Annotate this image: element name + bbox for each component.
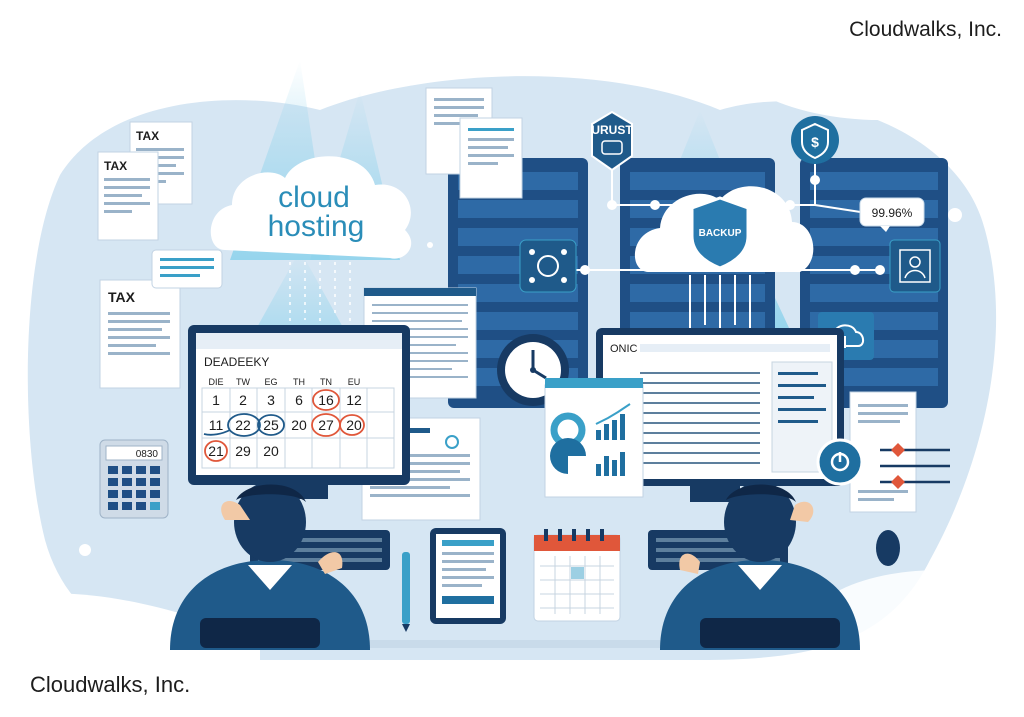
svg-text:6: 6 xyxy=(295,392,303,408)
svg-text:TN: TN xyxy=(320,377,332,387)
company-name-bottom: Cloudwalks, Inc. xyxy=(30,672,191,697)
svg-text:1: 1 xyxy=(212,392,220,408)
worker-right xyxy=(648,482,860,650)
svg-text:27: 27 xyxy=(318,417,334,433)
cloud-title-line1: cloud xyxy=(278,181,350,214)
svg-text:22: 22 xyxy=(235,417,251,433)
svg-text:TH: TH xyxy=(293,377,305,387)
svg-text:EG: EG xyxy=(264,377,277,387)
svg-text:25: 25 xyxy=(263,417,279,433)
svg-text:3: 3 xyxy=(267,392,275,408)
svg-text:EU: EU xyxy=(348,377,361,387)
svg-text:TAX: TAX xyxy=(104,159,127,173)
uptime-badge: 99.96% xyxy=(859,197,925,232)
svg-text:12: 12 xyxy=(346,392,362,408)
svg-text:20: 20 xyxy=(263,443,279,459)
svg-text:20: 20 xyxy=(346,417,362,433)
uptime-label: 99.96% xyxy=(872,206,913,220)
svg-text:TW: TW xyxy=(236,377,250,387)
cloud-title-line2: hosting xyxy=(268,210,365,243)
svg-text:2: 2 xyxy=(239,392,247,408)
monitor-right-title: ONIC xyxy=(610,343,638,355)
user-profile-icon xyxy=(889,239,941,293)
calendar-title: DEADEEKY xyxy=(204,355,269,369)
svg-text:11: 11 xyxy=(209,417,224,433)
svg-text:DIE: DIE xyxy=(208,377,223,387)
svg-text:20: 20 xyxy=(291,417,307,433)
backup-label: BACKUP xyxy=(699,228,742,239)
svg-text:29: 29 xyxy=(235,443,251,459)
mouse-icon xyxy=(876,530,900,566)
svg-text:TAX: TAX xyxy=(136,129,159,143)
shield-icon xyxy=(690,196,750,270)
company-name-top: Cloudwalks, Inc. xyxy=(849,18,1002,41)
tablet-icon xyxy=(430,528,506,624)
network-node-icon xyxy=(519,239,577,293)
planner-calendar-icon xyxy=(533,529,621,622)
svg-text:$: $ xyxy=(811,134,819,150)
worker-left xyxy=(170,482,390,650)
svg-text:TAX: TAX xyxy=(108,289,136,305)
pen-icon xyxy=(402,552,410,632)
chat-bubble-document xyxy=(151,249,223,289)
svg-text:16: 16 xyxy=(318,392,334,408)
floating-document-top xyxy=(425,87,523,199)
trust-label: URUST xyxy=(591,123,633,137)
calculator-display: 0830 xyxy=(136,449,159,460)
svg-text:21: 21 xyxy=(208,443,224,459)
tax-document-2: TAX xyxy=(97,151,159,241)
dollar-shield-icon: $ xyxy=(791,116,839,164)
tax-document-3: TAX xyxy=(99,279,181,389)
trust-badge-icon: URUST xyxy=(591,110,633,172)
